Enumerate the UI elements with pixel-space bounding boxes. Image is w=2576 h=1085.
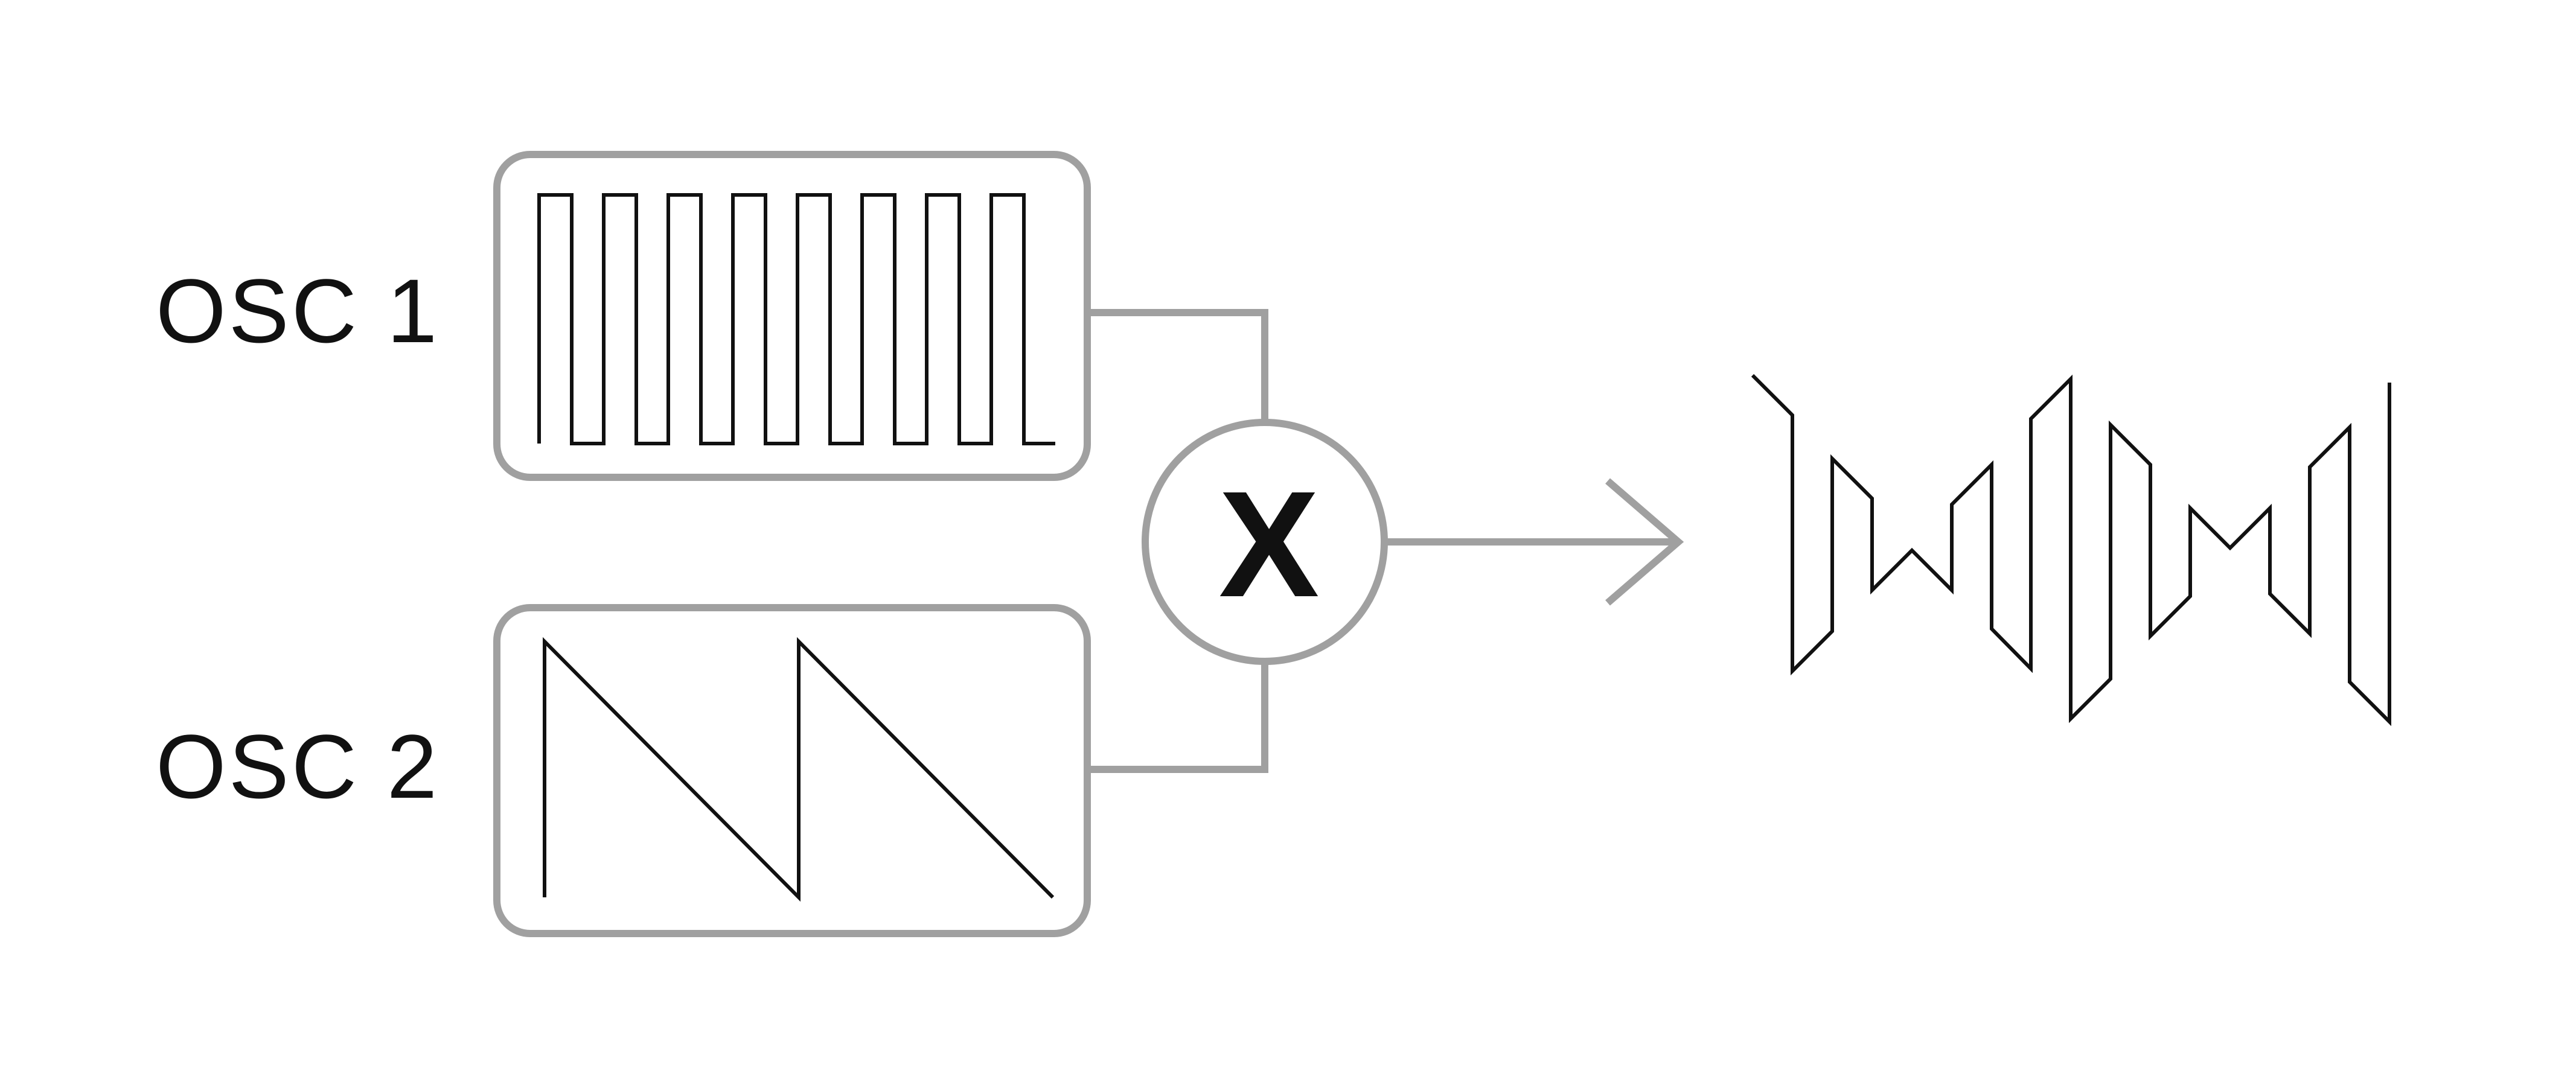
arrow-right-icon (1605, 478, 1684, 606)
osc2-box (493, 604, 1091, 937)
osc1-box (493, 151, 1091, 481)
multiply-icon: X (1218, 460, 1320, 628)
osc2-label: OSC 2 (156, 716, 440, 817)
sawtooth-wave-icon (543, 637, 1055, 902)
osc1-label: OSC 1 (156, 260, 440, 361)
osc2-connector (1087, 662, 1268, 773)
square-wave-icon (537, 193, 1055, 445)
modulated-wave-icon (1751, 374, 2391, 727)
osc1-connector (1087, 309, 1268, 422)
